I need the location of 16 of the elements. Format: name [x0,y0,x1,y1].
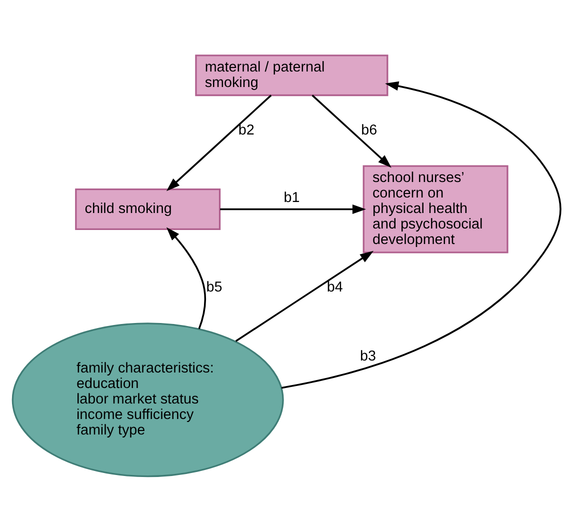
arrow [166,94,272,192]
edge-label: b4 [326,280,343,296]
node-ellipse: family characteristics: education labor market status income sufficiency family type [12,322,284,478]
edge-label: b5 [206,280,222,296]
edge-label: b1 [284,190,300,206]
node-box: maternal / paternal smoking [195,54,388,96]
arrow [166,227,206,330]
edge-label: b3 [360,348,376,365]
arrow [312,94,392,168]
arrow [235,250,374,342]
arrow [281,81,562,389]
edge-label: b6 [361,122,378,138]
node-box: child smoking [75,188,221,230]
node-box: school nurses’ concern on physical health and psychosocial development [362,165,508,254]
arrow [220,204,366,214]
edge-label: b2 [238,122,254,138]
